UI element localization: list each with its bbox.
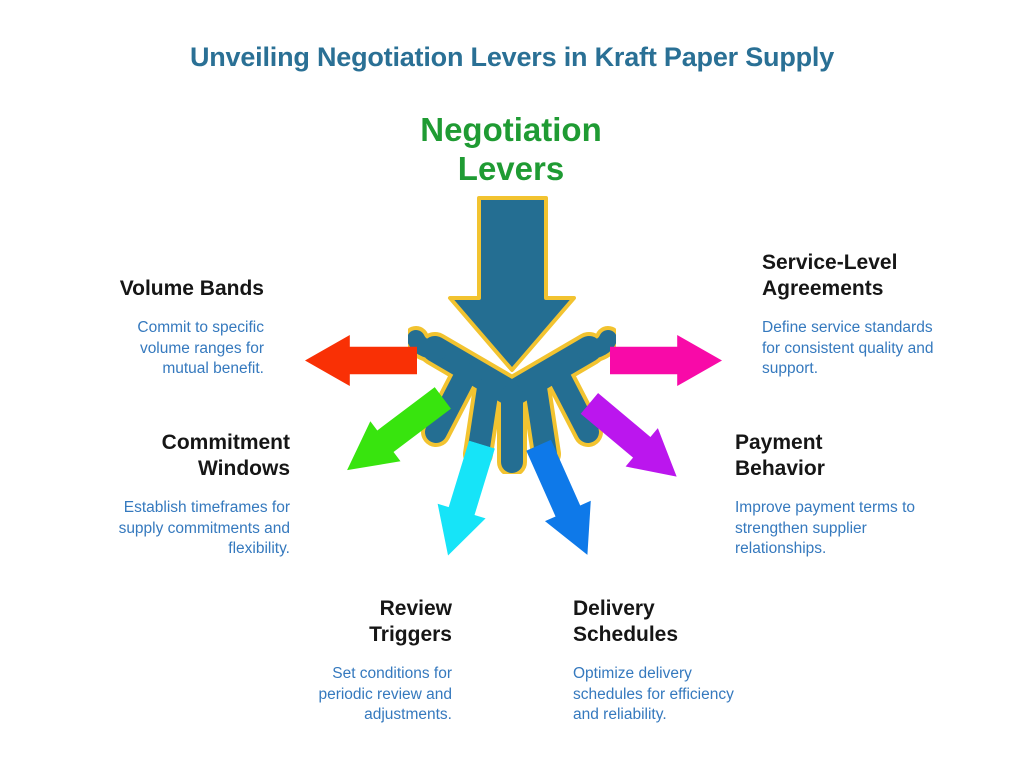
lever-card-delivery-schedules: Delivery Schedules Optimize delivery sch… <box>573 596 808 726</box>
lever-description: Establish timeframes for supply commitme… <box>118 499 290 557</box>
arrow-commitment-windows <box>331 376 459 491</box>
hub-label: Negotiation Levers <box>420 111 602 187</box>
lever-card-service-level-agreements: Service-Level Agreements Define service … <box>762 250 1002 380</box>
arrow-payment-behavior <box>572 383 694 498</box>
lever-title: Service-Level Agreements <box>762 251 898 300</box>
arrow-delivery-schedules <box>514 434 612 566</box>
lever-description: Optimize delivery schedules for efficien… <box>573 665 734 723</box>
lever-card-volume-bands: Volume Bands Commit to specific volume r… <box>60 276 264 380</box>
lever-title: Commitment Windows <box>161 431 290 480</box>
lever-title: Review Triggers <box>369 597 452 646</box>
lever-description: Commit to specific volume ranges for mut… <box>137 319 264 377</box>
down-arrow-icon <box>448 196 576 372</box>
arrow-service-level-agreements <box>610 333 722 388</box>
lever-description: Improve payment terms to strengthen supp… <box>735 499 916 557</box>
page-title: Unveiling Negotiation Levers in Kraft Pa… <box>189 42 835 72</box>
lever-description: Set conditions for periodic review and a… <box>318 665 452 723</box>
hub-arrow-hand-icon <box>408 196 616 474</box>
lever-title: Volume Bands <box>119 277 264 300</box>
arrow-volume-bands <box>305 333 417 388</box>
lever-title: Payment Behavior <box>735 431 825 480</box>
lever-card-payment-behavior: Payment Behavior Improve payment terms t… <box>735 430 985 560</box>
lever-title: Delivery Schedules <box>573 597 679 646</box>
lever-card-commitment-windows: Commitment Windows Establish timeframes … <box>60 430 290 560</box>
hand-body-layer <box>408 330 616 473</box>
arrow-review-triggers <box>422 437 508 564</box>
lever-description: Define service standards for consistent … <box>762 319 934 377</box>
lever-card-review-triggers: Review Triggers Set conditions for perio… <box>230 596 452 726</box>
